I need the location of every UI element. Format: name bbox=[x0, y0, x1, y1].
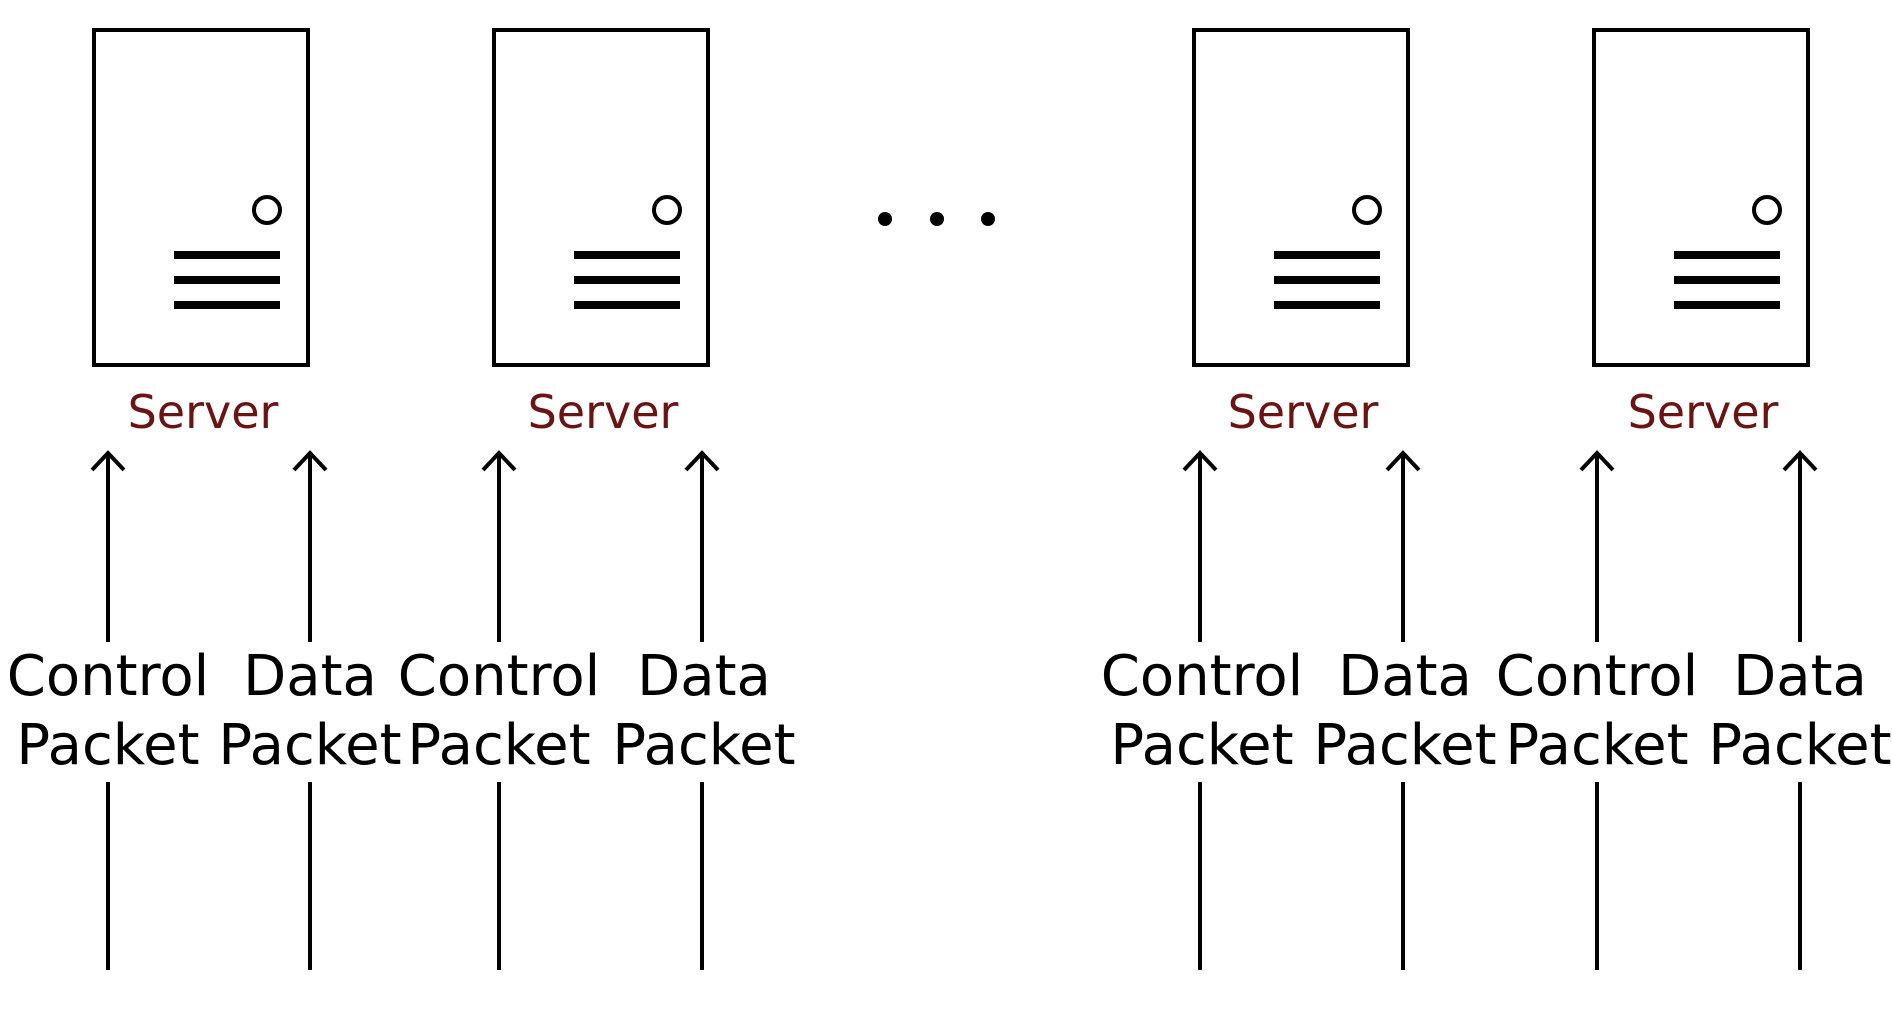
packet-3-label-line2: Packet bbox=[407, 713, 590, 778]
packet-1: Control Packet bbox=[7, 450, 209, 970]
server-4-label: Server bbox=[1628, 385, 1779, 439]
server-1-vent-icon bbox=[174, 251, 280, 309]
packet-7: Control Packet bbox=[1496, 450, 1698, 970]
server-3: Server bbox=[1192, 28, 1410, 439]
server-2-power-icon bbox=[652, 195, 682, 225]
packet-2-label-line1: Data bbox=[243, 644, 377, 709]
packet-1-label-line2: Packet bbox=[16, 713, 199, 778]
packet-6: Data Packet bbox=[1313, 450, 1497, 970]
packet-2: Data Packet bbox=[218, 450, 402, 970]
packet-7-label-line1: Control bbox=[1496, 644, 1698, 709]
packet-7-label-line2: Packet bbox=[1505, 713, 1688, 778]
server-1-box bbox=[92, 28, 310, 367]
packet-8-label-line1: Data bbox=[1733, 644, 1867, 709]
packet-7-arrowhead-icon bbox=[1579, 450, 1615, 472]
server-4-vent-icon bbox=[1674, 251, 1780, 309]
server-1-power-icon bbox=[252, 195, 282, 225]
packet-4-label-line2: Packet bbox=[612, 713, 795, 778]
packet-4-arrowhead-icon bbox=[684, 450, 720, 472]
packet-1-arrowhead-icon bbox=[90, 450, 126, 472]
server-2-box bbox=[492, 28, 710, 367]
server-2-vent-icon bbox=[574, 251, 680, 309]
packet-6-label-line2: Packet bbox=[1313, 713, 1496, 778]
packet-5-arrowhead-icon bbox=[1182, 450, 1218, 472]
server-1-label: Server bbox=[128, 385, 279, 439]
server-4-power-icon bbox=[1752, 195, 1782, 225]
packet-8-label-line2: Packet bbox=[1708, 713, 1891, 778]
packet-2-arrowhead-icon bbox=[292, 450, 328, 472]
packet-4-label-line1: Data bbox=[637, 644, 771, 709]
packet-5-label-line2: Packet bbox=[1110, 713, 1293, 778]
server-3-label: Server bbox=[1228, 385, 1379, 439]
packet-3: Control Packet bbox=[398, 450, 600, 970]
packet-2-label-line2: Packet bbox=[218, 713, 401, 778]
server-4-box bbox=[1592, 28, 1810, 367]
packet-4: Data Packet bbox=[612, 450, 796, 970]
packet-6-label-line1: Data bbox=[1338, 644, 1472, 709]
server-3-box bbox=[1192, 28, 1410, 367]
server-4: Server bbox=[1592, 28, 1810, 439]
server-2-label: Server bbox=[528, 385, 679, 439]
packet-5-label-line1: Control bbox=[1101, 644, 1303, 709]
server-1: Server bbox=[92, 28, 310, 439]
packet-3-label-line1: Control bbox=[398, 644, 600, 709]
ellipsis-icon bbox=[878, 212, 995, 226]
server-3-vent-icon bbox=[1274, 251, 1380, 309]
packet-8-arrowhead-icon bbox=[1782, 450, 1818, 472]
server-3-power-icon bbox=[1352, 195, 1382, 225]
packet-8: Data Packet bbox=[1708, 450, 1892, 970]
server-2: Server bbox=[492, 28, 710, 439]
packet-6-arrowhead-icon bbox=[1385, 450, 1421, 472]
packet-3-arrowhead-icon bbox=[481, 450, 517, 472]
packet-5: Control Packet bbox=[1101, 450, 1303, 970]
packet-1-label-line1: Control bbox=[7, 644, 209, 709]
